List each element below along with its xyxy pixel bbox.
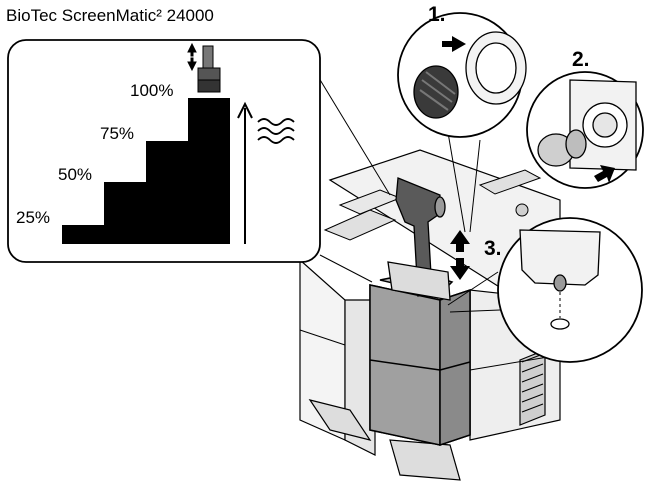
fill-level-staircase [62,98,230,244]
fill-level-25-label: 25% [16,208,51,227]
fill-level-100-label: 100% [130,81,174,100]
right-arrow-icon [442,36,466,52]
lift-handle [387,177,451,301]
step2-detail [526,71,644,189]
up-down-arrow-icon [450,230,470,280]
up-right-arrow-icon [594,165,615,183]
step3-detail [497,217,643,363]
product-title: BioTec ScreenMatic² 24000 [6,6,214,25]
step1-detail [397,12,527,138]
canister [369,271,471,447]
fill-level-panel [7,39,321,263]
step-2-label: 2. [572,48,590,71]
up-arrow-icon [237,101,253,244]
fill-level-50-label: 50% [58,165,93,184]
step-3-label: 3. [484,237,502,260]
mini-handle-icon [187,42,221,93]
wave-icon [257,118,295,144]
step-1-label: 1. [428,3,446,26]
fill-level-75-label: 75% [100,124,135,143]
